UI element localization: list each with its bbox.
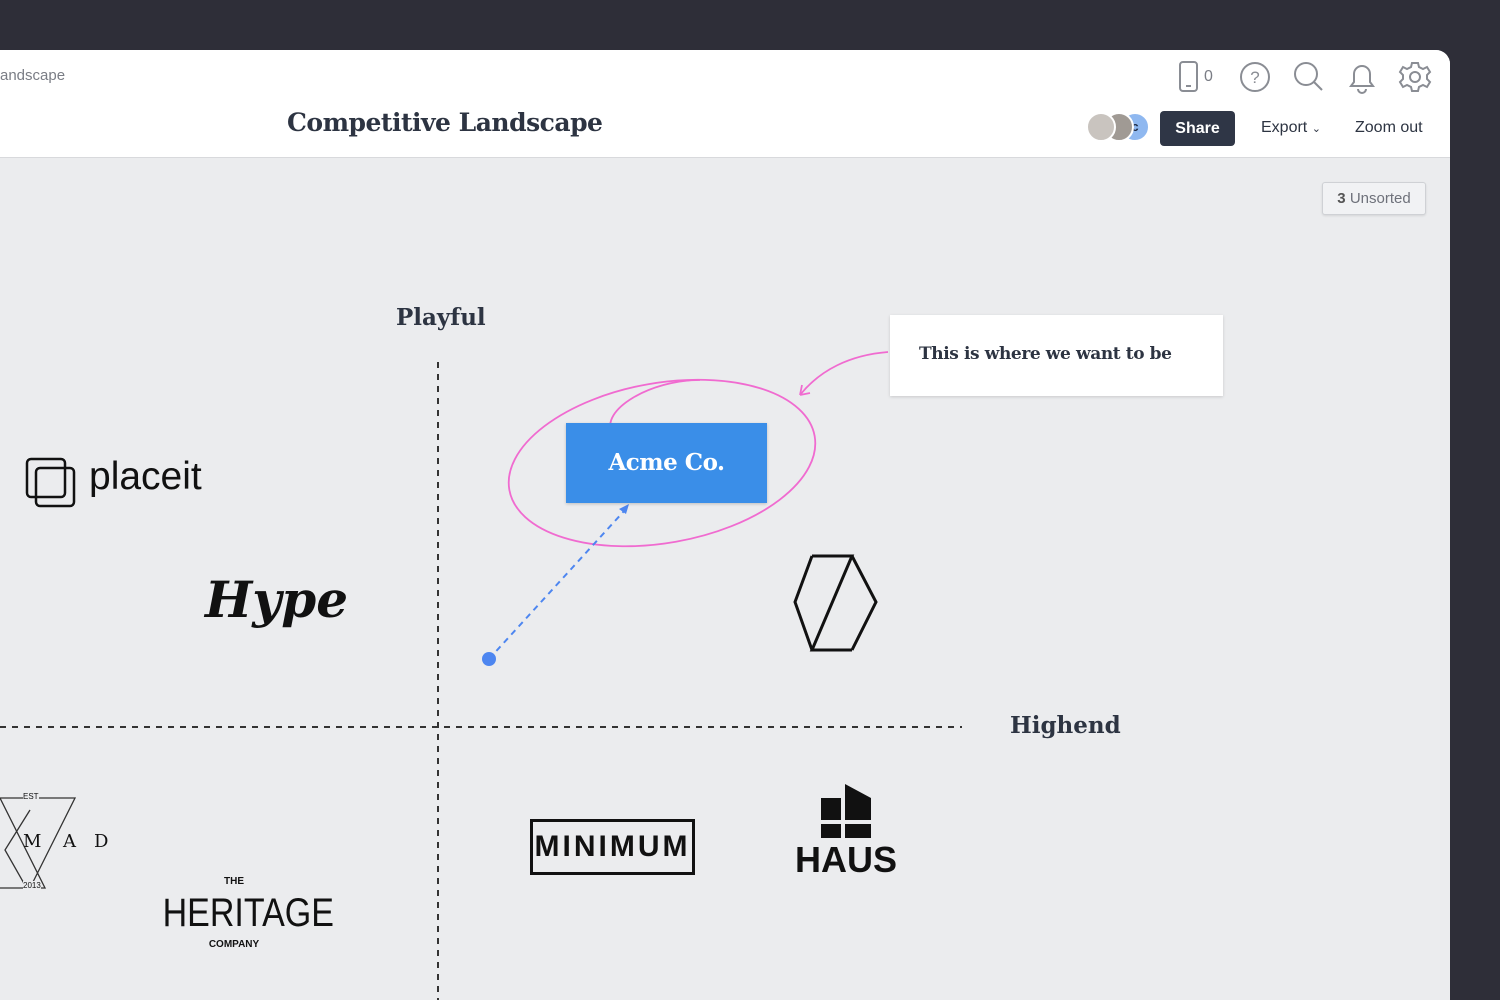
logo-minimum[interactable]: MINIMUM <box>530 819 695 875</box>
axis-label-right[interactable]: Highend <box>1010 712 1121 739</box>
connector-arrowhead <box>619 504 629 514</box>
acme-card[interactable]: Acme Co. <box>566 423 767 503</box>
heritage-company: COMPANY <box>208 939 260 950</box>
heritage-text: HERITAGE <box>162 891 334 935</box>
axis-label-top[interactable]: Playful <box>396 304 486 331</box>
connector-line[interactable] <box>488 509 626 660</box>
gear-icon[interactable] <box>1398 60 1432 94</box>
zoom-out-button[interactable]: Zoom out <box>1355 119 1423 136</box>
nomad-letter: M <box>23 831 42 852</box>
help-icon[interactable]: ? <box>1238 60 1272 94</box>
bell-icon[interactable] <box>1345 60 1379 94</box>
svg-text:?: ? <box>1250 68 1259 87</box>
nomad-mark <box>0 797 77 890</box>
nomad-letter: D <box>94 831 109 852</box>
nomad-est: EST <box>23 792 39 801</box>
device-icon[interactable] <box>1172 60 1206 94</box>
placeit-icon <box>25 457 76 508</box>
unsorted-label: Unsorted <box>1349 190 1411 207</box>
search-icon[interactable] <box>1291 60 1325 94</box>
device-count: 0 <box>1204 68 1213 85</box>
highlight-circle <box>507 378 817 548</box>
export-dropdown[interactable]: Export ⌄ <box>1261 119 1321 137</box>
logo-heritage[interactable]: THE HERITAGE COMPANY <box>150 876 334 950</box>
connector-handle[interactable] <box>482 652 496 666</box>
haus-text: HAUS <box>794 839 897 880</box>
breadcrumb[interactable]: andscape <box>0 67 66 84</box>
sticky-note[interactable]: This is where we want to be <box>890 315 1223 396</box>
placeit-text: placeit <box>89 455 202 498</box>
export-label: Export <box>1261 119 1308 136</box>
share-button[interactable]: Share <box>1160 111 1235 146</box>
logo-hype[interactable]: Hype <box>205 570 349 629</box>
haus-mark <box>821 784 871 838</box>
collaborator-avatars[interactable]: c <box>1086 112 1150 144</box>
logo-hexagon[interactable] <box>792 554 882 654</box>
page-title[interactable]: Competitive Landscape <box>287 108 603 137</box>
app-window: andscape Competitive Landscape 0 ? c Sha… <box>0 50 1450 1000</box>
chevron-down-icon: ⌄ <box>1311 123 1321 135</box>
nomad-year: 2013 <box>23 881 41 890</box>
heritage-the: THE <box>224 876 244 887</box>
unsorted-button[interactable]: 3 Unsorted <box>1322 182 1426 215</box>
annotation-arrow <box>799 351 889 396</box>
header: andscape Competitive Landscape 0 ? c Sha… <box>0 50 1450 158</box>
nomad-letter: A <box>63 831 76 852</box>
logo-nomad[interactable]: EST 2013 M A D <box>0 792 110 890</box>
avatar[interactable] <box>1086 112 1116 142</box>
canvas-lines <box>0 351 962 1000</box>
unsorted-count: 3 <box>1337 190 1346 207</box>
logo-haus[interactable]: HAUS <box>790 782 902 880</box>
